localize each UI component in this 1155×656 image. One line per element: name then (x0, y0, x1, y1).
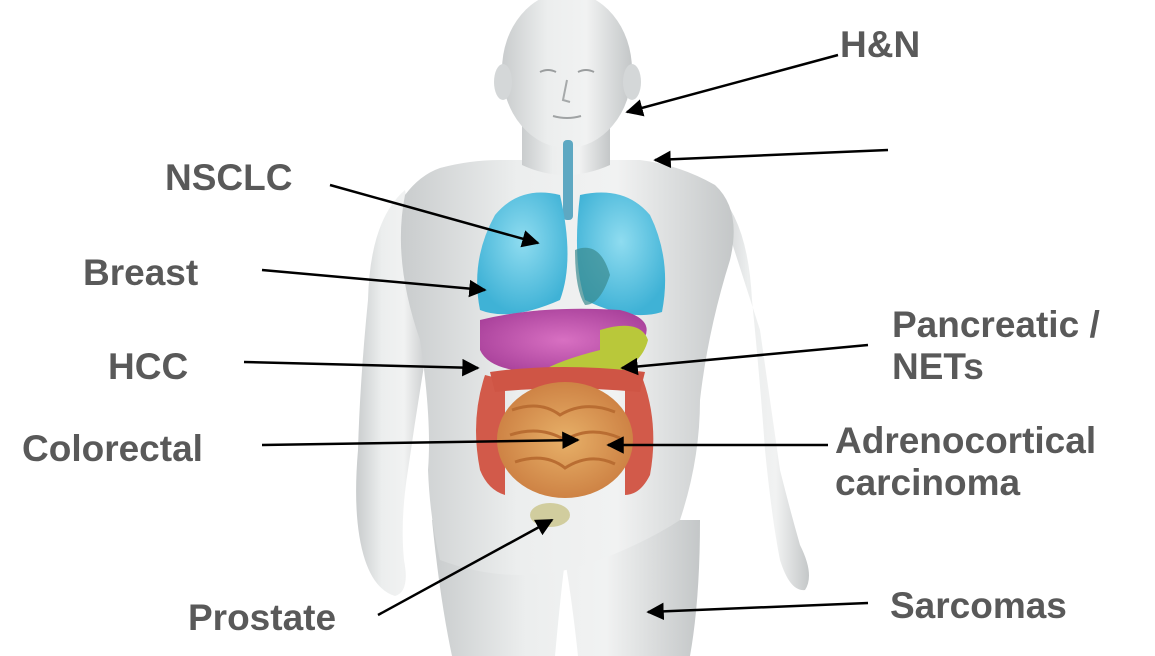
arrow-hn (627, 55, 838, 112)
label-hn: H&N (840, 24, 920, 66)
prostate-organ (530, 503, 570, 527)
label-hcc: HCC (108, 346, 188, 388)
label-pancreatic: Pancreatic / NETs (892, 304, 1100, 388)
label-pancreatic-line1: Pancreatic / (892, 304, 1100, 346)
label-breast: Breast (83, 252, 198, 294)
label-adrenocortical: Adrenocortical carcinoma (835, 420, 1096, 504)
label-adrenocortical-line1: Adrenocortical (835, 420, 1096, 462)
label-colorectal: Colorectal (22, 428, 203, 470)
trachea (563, 140, 573, 220)
label-sarcomas: Sarcomas (890, 585, 1067, 627)
label-adrenocortical-line2: carcinoma (835, 462, 1096, 504)
label-nsclc: NSCLC (165, 157, 292, 199)
label-pancreatic-line2: NETs (892, 346, 1100, 388)
label-prostate: Prostate (188, 597, 336, 639)
arrow-neck (655, 150, 888, 160)
